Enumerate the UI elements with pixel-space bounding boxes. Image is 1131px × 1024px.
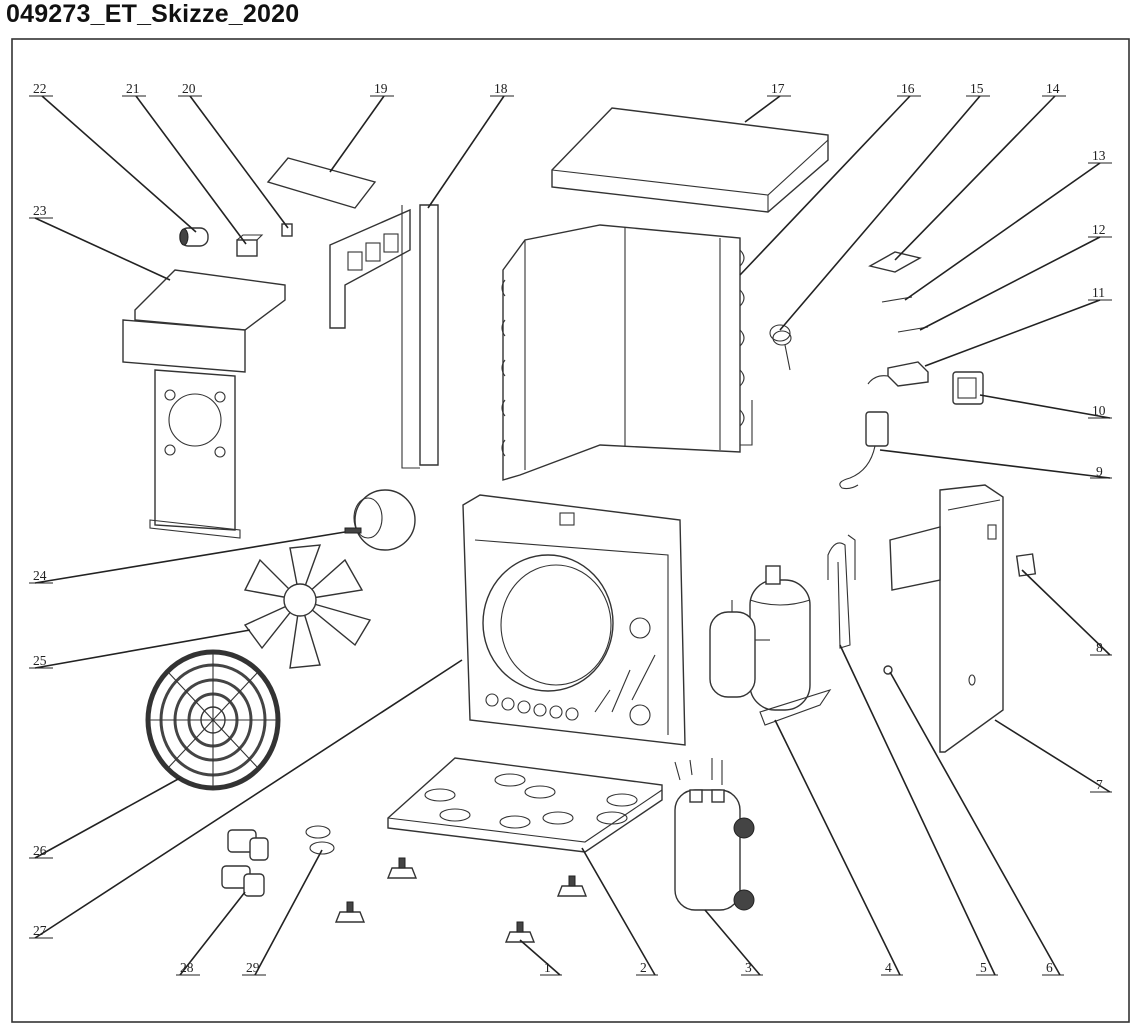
part-heat-exchanger: [674, 758, 755, 911]
callout-28: 28: [180, 960, 194, 975]
part-top-cover: [551, 107, 829, 213]
callout-26: 26: [33, 843, 47, 858]
callout-underlines: [29, 95, 1112, 976]
callout-27: 27: [33, 923, 47, 938]
part-capacitor: [179, 227, 209, 247]
callout-25: 25: [33, 653, 47, 668]
callout-19: 19: [374, 81, 388, 96]
part-compressor: [709, 565, 832, 726]
callout-21: 21: [126, 81, 140, 96]
leader-lines: [34, 95, 1111, 976]
callout-9: 9: [1096, 464, 1103, 479]
part-pipe: [827, 542, 851, 649]
callout-3: 3: [745, 960, 752, 975]
part-side-panel: [889, 484, 1004, 753]
callout-22: 22: [33, 81, 47, 96]
callout-10: 10: [1092, 403, 1106, 418]
part-electric-box: [122, 269, 286, 539]
callout-5: 5: [980, 960, 987, 975]
callout-1: 1: [544, 960, 551, 975]
callout-24: 24: [33, 568, 47, 583]
part-clip: [281, 223, 293, 237]
part-base-tray: [387, 757, 663, 853]
diagram-frame: [11, 38, 1130, 1023]
callout-16: 16: [901, 81, 915, 96]
callout-14: 14: [1046, 81, 1060, 96]
part-fan-blade: [243, 544, 372, 669]
callout-23: 23: [33, 203, 47, 218]
part-fan-grill: [145, 649, 281, 791]
callout-6: 6: [1046, 960, 1053, 975]
part-hose-clamps: [305, 825, 335, 855]
callout-15: 15: [970, 81, 984, 96]
callout-29: 29: [246, 960, 260, 975]
diagram-title: 049273_ET_Skizze_2020: [6, 0, 300, 28]
callout-4: 4: [885, 960, 892, 975]
part-small-plate: [868, 251, 922, 273]
part-cover-plate: [266, 157, 377, 209]
callout-11: 11: [1092, 285, 1105, 300]
part-relay: [236, 234, 264, 257]
part-capillary-coil: [769, 324, 792, 371]
part-small-cover: [1015, 553, 1037, 577]
part-rubber-feet: [334, 857, 588, 943]
part-fan-motor: [344, 489, 416, 551]
part-pipe-2: [847, 534, 856, 580]
callout-12: 12: [1092, 222, 1106, 237]
part-side-rail: [329, 204, 439, 469]
part-controller: [952, 371, 984, 405]
callout-numbers: 1 2 3 4 5 6 7 8 9 10 11 12 13 14 15 16 1…: [33, 81, 1106, 975]
callout-13: 13: [1092, 148, 1106, 163]
part-power-adapter: [839, 411, 889, 490]
callout-7: 7: [1096, 777, 1103, 792]
part-water-connectors: [221, 829, 269, 897]
part-evaporator-coil: [501, 224, 753, 481]
part-sensor-box: [867, 361, 929, 387]
callout-8: 8: [1096, 640, 1103, 655]
callout-20: 20: [182, 81, 196, 96]
callout-18: 18: [494, 81, 508, 96]
part-front-panel: [462, 494, 686, 746]
callout-17: 17: [771, 81, 785, 96]
callout-2: 2: [640, 960, 647, 975]
